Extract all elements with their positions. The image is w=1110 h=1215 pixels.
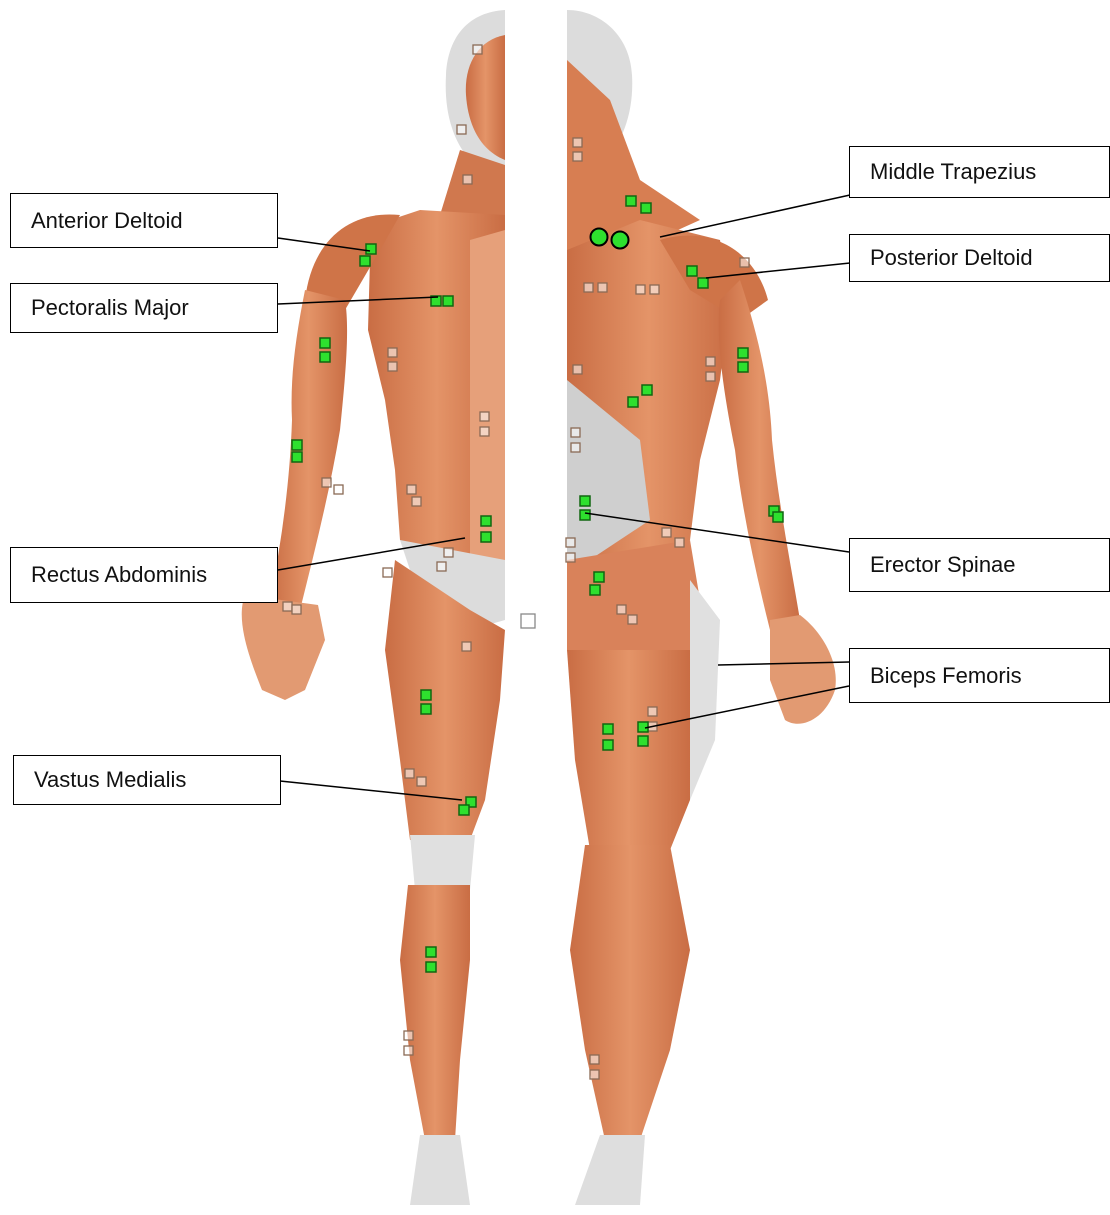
green-circle-electrode-icon (612, 232, 629, 249)
green-square-electrode-icon (687, 266, 697, 276)
hollow-square-electrode-icon (480, 427, 489, 436)
hollow-square-electrode-icon (571, 428, 580, 437)
green-square-electrode-icon (421, 690, 431, 700)
front-abdomen (470, 230, 505, 560)
label-vastus-medialis: Vastus Medialis (13, 755, 281, 805)
hollow-square-electrode-icon (590, 1070, 599, 1079)
green-square-electrode-icon (603, 724, 613, 734)
back-thigh (567, 650, 690, 850)
hollow-square-electrode-icon (283, 602, 292, 611)
label-rectus-abdominis: Rectus Abdominis (10, 547, 278, 603)
green-square-electrode-icon (698, 278, 708, 288)
green-square-electrode-icon (638, 736, 648, 746)
back-calf (570, 845, 690, 1140)
green-circle-electrode-icon (591, 229, 608, 246)
hollow-square-electrode-icon (457, 125, 466, 134)
label-biceps-femoris: Biceps Femoris (849, 648, 1110, 703)
front-lower-leg (400, 885, 470, 1140)
hollow-square-electrode-icon (648, 707, 657, 716)
hollow-square-electrode-icon (584, 283, 593, 292)
hollow-square-electrode-icon (404, 1046, 413, 1055)
hollow-square-electrode-icon (566, 538, 575, 547)
green-square-electrode-icon (580, 510, 590, 520)
green-square-electrode-icon (738, 362, 748, 372)
hollow-square-electrode-icon (573, 365, 582, 374)
green-square-electrode-icon (594, 572, 604, 582)
front-body (242, 10, 505, 1205)
hollow-square-electrode-icon (407, 485, 416, 494)
back-foot (575, 1135, 645, 1205)
label-posterior-deltoid: Posterior Deltoid (849, 234, 1110, 282)
hollow-square-electrode-icon (412, 497, 421, 506)
back-body (567, 10, 836, 1205)
label-anterior-deltoid: Anterior Deltoid (10, 193, 278, 248)
green-square-electrode-icon (738, 348, 748, 358)
green-square-electrode-icon (580, 496, 590, 506)
green-square-electrode-icon (459, 805, 469, 815)
label-erector-spinae: Erector Spinae (849, 538, 1110, 592)
green-square-electrode-icon (481, 516, 491, 526)
back-hand (770, 615, 836, 724)
green-square-electrode-icon (320, 338, 330, 348)
back-arm (719, 280, 800, 630)
hollow-square-electrode-icon (590, 1055, 599, 1064)
green-square-electrode-icon (481, 532, 491, 542)
green-square-electrode-icon (626, 196, 636, 206)
hollow-square-electrode-icon (292, 605, 301, 614)
green-square-electrode-icon (320, 352, 330, 362)
green-square-electrode-icon (628, 397, 638, 407)
green-square-electrode-icon (590, 585, 600, 595)
hollow-square-electrode-icon (650, 285, 659, 294)
hollow-square-electrode-icon (628, 615, 637, 624)
hollow-square-electrode-icon (444, 548, 453, 557)
hollow-square-electrode-icon (706, 357, 715, 366)
hollow-square-electrode-icon (417, 777, 426, 786)
green-square-electrode-icon (366, 244, 376, 254)
green-square-electrode-icon (292, 440, 302, 450)
hollow-square-electrode-icon (706, 372, 715, 381)
hollow-square-electrode-icon (566, 553, 575, 562)
hollow-square-electrode-icon (404, 1031, 413, 1040)
hollow-square-electrode-icon (521, 614, 535, 628)
hollow-square-electrode-icon (480, 412, 489, 421)
hollow-square-electrode-icon (573, 138, 582, 147)
green-square-electrode-icon (421, 704, 431, 714)
hollow-square-electrode-icon (322, 478, 331, 487)
hollow-square-electrode-icon (662, 528, 671, 537)
label-middle-trapezius: Middle Trapezius (849, 146, 1110, 198)
hollow-square-electrode-icon (462, 642, 471, 651)
midline-gap (507, 0, 565, 1215)
green-square-electrode-icon (292, 452, 302, 462)
front-knee (410, 835, 475, 890)
back-gluteus (567, 540, 700, 660)
label-pectoralis-major: Pectoralis Major (10, 283, 278, 333)
hollow-square-electrode-icon (573, 152, 582, 161)
back-it-band (690, 580, 720, 800)
front-arm (270, 290, 347, 610)
green-square-electrode-icon (773, 512, 783, 522)
green-square-electrode-icon (443, 296, 453, 306)
hollow-square-electrode-icon (675, 538, 684, 547)
hollow-square-electrode-icon (571, 443, 580, 452)
green-square-electrode-icon (426, 947, 436, 957)
hollow-square-electrode-icon (437, 562, 446, 571)
hollow-square-electrode-icon (388, 348, 397, 357)
hollow-square-electrode-icon (463, 175, 472, 184)
hollow-square-electrode-icon (334, 485, 343, 494)
hollow-square-electrode-icon (598, 283, 607, 292)
hollow-square-electrode-icon (636, 285, 645, 294)
green-square-electrode-icon (642, 385, 652, 395)
hollow-square-electrode-icon (388, 362, 397, 371)
hollow-square-electrode-icon (617, 605, 626, 614)
hollow-square-electrode-icon (473, 45, 482, 54)
green-square-electrode-icon (426, 962, 436, 972)
hollow-square-electrode-icon (740, 258, 749, 267)
green-square-electrode-icon (603, 740, 613, 750)
green-square-electrode-icon (641, 203, 651, 213)
green-square-electrode-icon (360, 256, 370, 266)
hollow-square-electrode-icon (405, 769, 414, 778)
hollow-square-electrode-icon (383, 568, 392, 577)
front-foot (410, 1135, 470, 1205)
